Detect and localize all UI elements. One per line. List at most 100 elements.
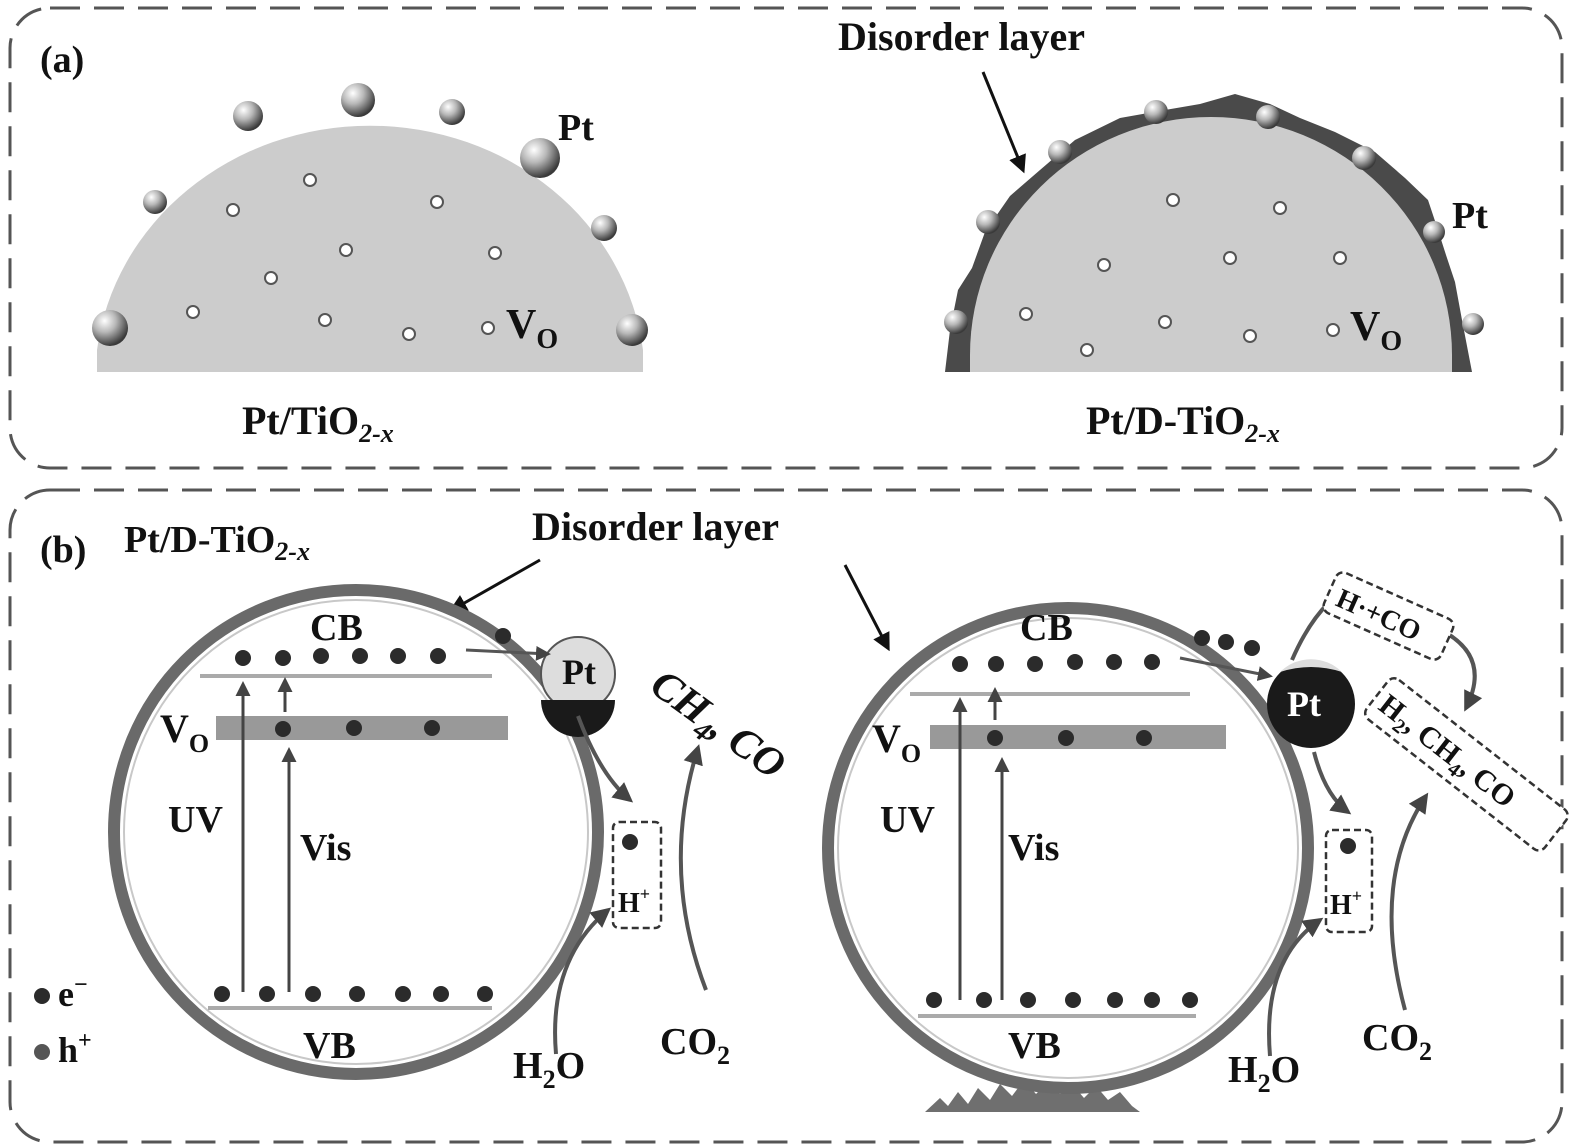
hole: [349, 986, 365, 1002]
proton-box-frame: [1324, 828, 1374, 934]
electron: [1027, 656, 1043, 672]
cb-label: CB: [310, 607, 363, 649]
vacancy: [339, 243, 353, 257]
oxygen-vacancies-left: [186, 173, 502, 341]
particle-inner-ring: [123, 599, 589, 1065]
pt-particle: [1462, 313, 1484, 335]
particle-pt-tio2: Pt VO Pt/TiO2-x: [92, 83, 648, 448]
hole: [1182, 992, 1198, 1008]
pt-cocatalyst: Pt: [540, 636, 616, 737]
legend-hole-dot: [34, 1044, 50, 1060]
products-right-label: H2, CH4, CO: [1370, 688, 1522, 819]
co2-label: CO2: [1362, 1017, 1432, 1066]
h-co-box: H·+CO: [1322, 571, 1455, 661]
pt-particle: [1144, 100, 1168, 124]
vo-label: VO: [160, 706, 209, 758]
electron: [1144, 654, 1160, 670]
panel-a: (a): [8, 6, 1564, 470]
h-plus-label: H+: [1330, 886, 1362, 921]
particle-pt-d-tio2: Disorder layer Pt VO Pt/D-TiO2-x: [838, 14, 1488, 448]
cb-to-pt-arrow: [1179, 656, 1273, 682]
co2-arrow: [678, 744, 708, 991]
products-right-box: H2, CH4, CO: [1363, 677, 1569, 852]
disorder-fur: [925, 1080, 1140, 1112]
proton-box: H+: [611, 820, 663, 930]
vis-label: Vis: [1008, 827, 1059, 869]
vacancy: [488, 246, 502, 260]
caption-pt-tio2: Pt/TiO2-x: [242, 398, 394, 448]
vacancy: [1273, 201, 1287, 215]
pt-label: Pt: [1452, 195, 1488, 237]
proton-box: H+: [1324, 828, 1374, 934]
co2-label: CO2: [660, 1021, 730, 1070]
pt-particle: [1048, 140, 1072, 164]
caption-pt-d-tio2: Pt/D-TiO2-x: [1086, 398, 1280, 448]
legend-electron-dot: [34, 988, 50, 1004]
pt-particle: [944, 310, 968, 334]
vacancy: [1223, 251, 1237, 265]
panel-b-title: Pt/D-TiO2-x: [124, 519, 310, 566]
vacancy: [1243, 329, 1257, 343]
pt-to-h-arrow: [1312, 751, 1352, 815]
hole: [259, 986, 275, 1002]
pt-particle: [591, 215, 617, 241]
h-plus-label: H+: [618, 884, 650, 919]
electron: [1194, 630, 1210, 646]
electron: [424, 720, 440, 736]
hco-to-products-arrow: [1446, 632, 1483, 712]
hole: [1065, 992, 1081, 1008]
hole: [214, 986, 230, 1002]
h2o-arrow: [553, 907, 612, 1055]
excitation-arrows: [235, 677, 297, 992]
hole: [1020, 992, 1036, 1008]
vacancy: [303, 173, 317, 187]
pt-particle: [520, 138, 560, 178]
electron: [495, 628, 511, 644]
pt-particle: [1256, 105, 1280, 129]
particle-inner-ring: [837, 617, 1299, 1079]
vb-holes: [926, 992, 1198, 1008]
vacancy: [1158, 315, 1172, 329]
hole: [477, 986, 493, 1002]
disorder-arrow-right: [843, 564, 890, 652]
h-co-box-frame: [1322, 571, 1455, 661]
electron: [1218, 634, 1234, 650]
vacancy: [1333, 251, 1347, 265]
electron: [235, 650, 251, 666]
cb-electrons: [235, 628, 511, 666]
vacancy: [186, 305, 200, 319]
electron: [987, 730, 1003, 746]
excitation-arrows: [952, 687, 1010, 1000]
tio2-hemisphere: [97, 125, 643, 372]
vacancy: [481, 321, 495, 335]
h2o-arrow: [1267, 917, 1324, 1057]
pt-light-cap: [1280, 659, 1342, 672]
pt-nanoparticles-right: [944, 100, 1484, 335]
electron: [352, 648, 368, 664]
disorder-layer-arrow: [981, 71, 1026, 174]
scheme-left: CB VB VO UV Vis: [108, 584, 794, 1094]
electron: [390, 648, 406, 664]
uv-label: UV: [168, 799, 223, 841]
hole: [305, 986, 321, 1002]
electron: [952, 656, 968, 672]
cb-electrons: [952, 630, 1260, 672]
vb-holes: [214, 986, 493, 1002]
electron: [1058, 730, 1074, 746]
vacancy: [1019, 307, 1033, 321]
pt-particle: [439, 99, 465, 125]
vacancy: [430, 195, 444, 209]
pt-particle: [1423, 221, 1445, 243]
vo-label: VO: [506, 302, 558, 355]
electron: [1340, 838, 1356, 854]
pt-particle: [92, 310, 128, 346]
cb-label: CB: [1020, 607, 1073, 649]
d-tio2-core: [970, 117, 1452, 372]
pt-label: Pt: [558, 107, 594, 149]
electron: [1244, 640, 1260, 656]
pt-particle: [1352, 146, 1376, 170]
hole: [1107, 992, 1123, 1008]
legend-electron: e−: [58, 972, 88, 1014]
cb-to-pt-arrow: [465, 645, 551, 661]
